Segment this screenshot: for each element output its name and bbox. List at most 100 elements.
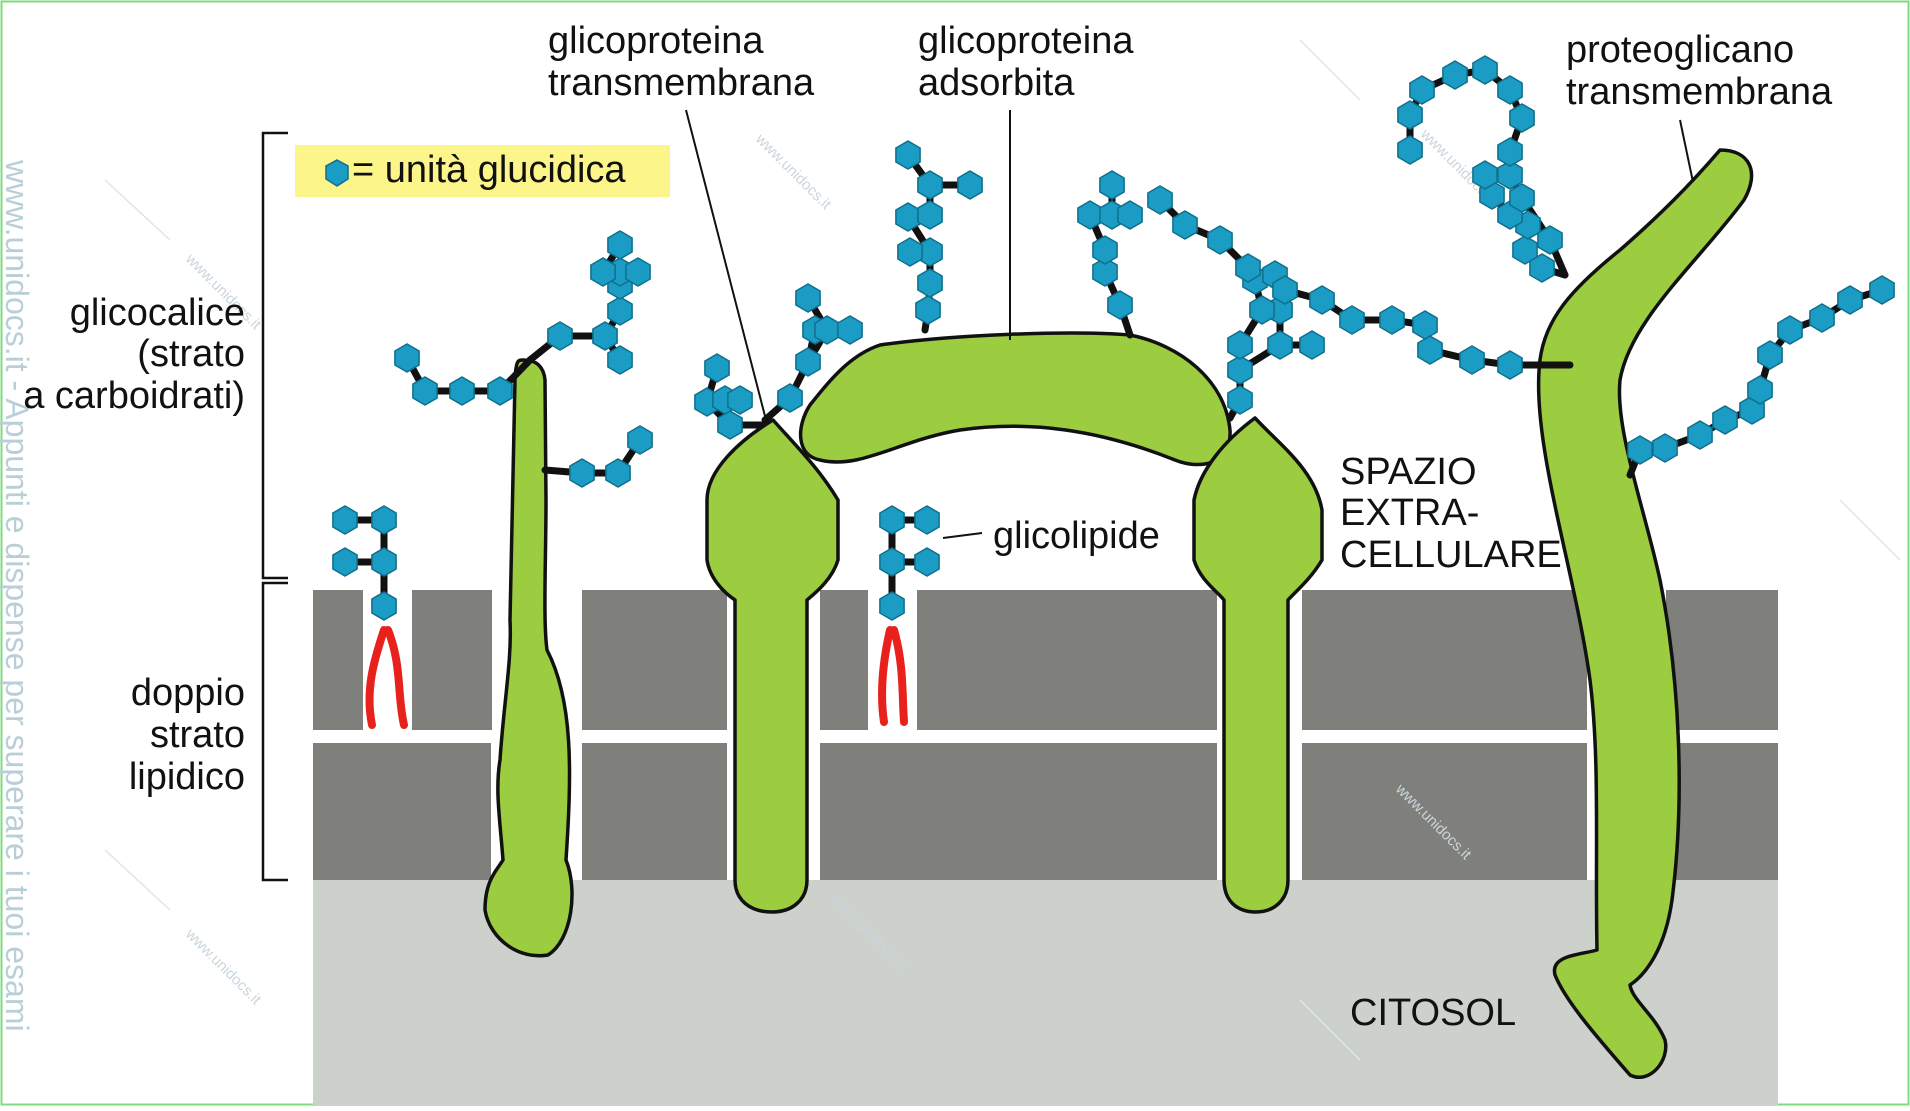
svg-text:lipidico: lipidico	[129, 756, 245, 798]
sugar-unit	[1148, 186, 1172, 214]
sugar-unit	[548, 322, 572, 350]
single-pass-protein	[485, 360, 572, 956]
sugar-unit	[372, 506, 396, 534]
sugar-unit	[1093, 236, 1117, 264]
sugar-unit	[333, 548, 357, 576]
sugar-unit	[450, 377, 474, 405]
sugar-unit	[1228, 356, 1252, 384]
svg-text:strato: strato	[150, 714, 245, 756]
sugar-unit	[570, 459, 594, 487]
sugar-unit	[896, 141, 920, 169]
sugar-unit	[1473, 56, 1497, 84]
sugar-unit	[1443, 61, 1467, 89]
sugar-unit	[1510, 184, 1534, 212]
sugar-unit	[1398, 101, 1422, 129]
sugar-unit	[896, 203, 920, 231]
legend-label: = unità glucidica	[352, 149, 626, 191]
sugar-unit	[1380, 306, 1404, 334]
svg-text:SPAZIO: SPAZIO	[1340, 451, 1477, 493]
sugar-unit	[1418, 336, 1442, 364]
sugar-unit	[1340, 306, 1364, 334]
sugar-unit	[1228, 386, 1252, 414]
sugar-unit	[1250, 296, 1274, 324]
sugar-unit	[1778, 316, 1802, 344]
svg-text:adsorbita: adsorbita	[918, 62, 1075, 104]
sugar-unit	[626, 258, 650, 286]
sugar-unit	[1310, 286, 1334, 314]
cytosol-label: CITOSOL	[1350, 992, 1516, 1034]
sugar-unit	[705, 354, 729, 382]
sugar-unit	[916, 296, 940, 324]
svg-text:doppio: doppio	[131, 672, 245, 714]
svg-text:EXTRA-: EXTRA-	[1340, 492, 1479, 534]
sugar-unit	[1688, 421, 1712, 449]
sugar-unit	[488, 377, 512, 405]
sugar-unit	[1413, 311, 1437, 339]
sugar-unit	[608, 297, 632, 325]
sugar-unit	[1460, 346, 1484, 374]
sugar-unit	[1078, 201, 1102, 229]
glycocalyx-bracket	[263, 133, 288, 578]
sugar-unit	[1173, 211, 1197, 239]
sugar-unit	[1268, 331, 1292, 359]
svg-text:www.unidocs.it: www.unidocs.it	[751, 130, 834, 213]
sugar-unit	[815, 316, 839, 344]
sugar-unit	[1838, 286, 1862, 314]
sugar-unit	[1810, 304, 1834, 332]
svg-text:glicoproteina: glicoproteina	[548, 20, 764, 62]
sugar-unit	[718, 411, 742, 439]
sugar-unit	[608, 231, 632, 259]
sugar-unit	[606, 459, 630, 487]
sugar-unit	[880, 548, 904, 576]
sugar-unit	[958, 171, 982, 199]
sugar-unit	[880, 506, 904, 534]
sugar-unit	[1108, 291, 1132, 319]
vertical-watermark: www.unidocs.it - Appunti e dispense per …	[0, 159, 35, 1032]
sugar-unit	[915, 548, 939, 576]
sugar-unit	[918, 171, 942, 199]
sugar-unit	[1100, 171, 1124, 199]
sugar-unit	[918, 269, 942, 297]
svg-text:a carboidrati): a carboidrati)	[23, 375, 245, 417]
sugar-unit	[372, 592, 396, 620]
sugar-unit	[1498, 138, 1522, 166]
glycocalyx-label: glicocalice (strato a carboidrati)	[23, 292, 245, 417]
sugar-unit	[1208, 226, 1232, 254]
transmembrane-glycoprotein-label: glicoproteina transmembrana	[548, 20, 815, 104]
sugar-unit	[1498, 351, 1522, 379]
sugar-unit	[1758, 341, 1782, 369]
extracellular-space-label: SPAZIO EXTRA- CELLULARE	[1340, 451, 1562, 576]
sugar-unit	[796, 348, 820, 376]
svg-text:www.unidocs.it: www.unidocs.it	[181, 925, 264, 1008]
sugar-unit	[1713, 406, 1737, 434]
bilayer-label: doppio strato lipidico	[129, 672, 245, 798]
sugar-unit	[395, 344, 419, 372]
sugar-unit	[898, 238, 922, 266]
sugar-unit	[1398, 136, 1422, 164]
sugar-unit	[915, 506, 939, 534]
proteoglycan-label: proteoglicano transmembrana	[1566, 29, 1833, 113]
sugar-unit	[413, 377, 437, 405]
sugar-unit	[1228, 331, 1252, 359]
sugar-unit	[1538, 226, 1562, 254]
svg-text:(strato: (strato	[137, 333, 245, 375]
sugar-unit	[1628, 436, 1652, 464]
adsorbed-glycoprotein-label: glicoproteina adsorbita	[918, 20, 1134, 104]
sugar-unit	[796, 284, 820, 312]
svg-text:glicocalice: glicocalice	[70, 292, 245, 334]
brackets	[263, 133, 288, 880]
sugar-unit	[628, 426, 652, 454]
sugar-unit	[1748, 376, 1772, 404]
sugar-unit	[372, 548, 396, 576]
sugar-unit	[333, 506, 357, 534]
sugar-unit	[1273, 276, 1297, 304]
legend: = unità glucidica	[295, 145, 670, 197]
sugar-unit	[1300, 331, 1324, 359]
svg-text:transmembrana: transmembrana	[548, 62, 815, 104]
sugar-unit	[838, 316, 862, 344]
sugar-unit	[593, 322, 617, 350]
sugar-unit	[880, 592, 904, 620]
bilayer-bracket	[263, 583, 288, 880]
sugar-unit	[608, 346, 632, 374]
